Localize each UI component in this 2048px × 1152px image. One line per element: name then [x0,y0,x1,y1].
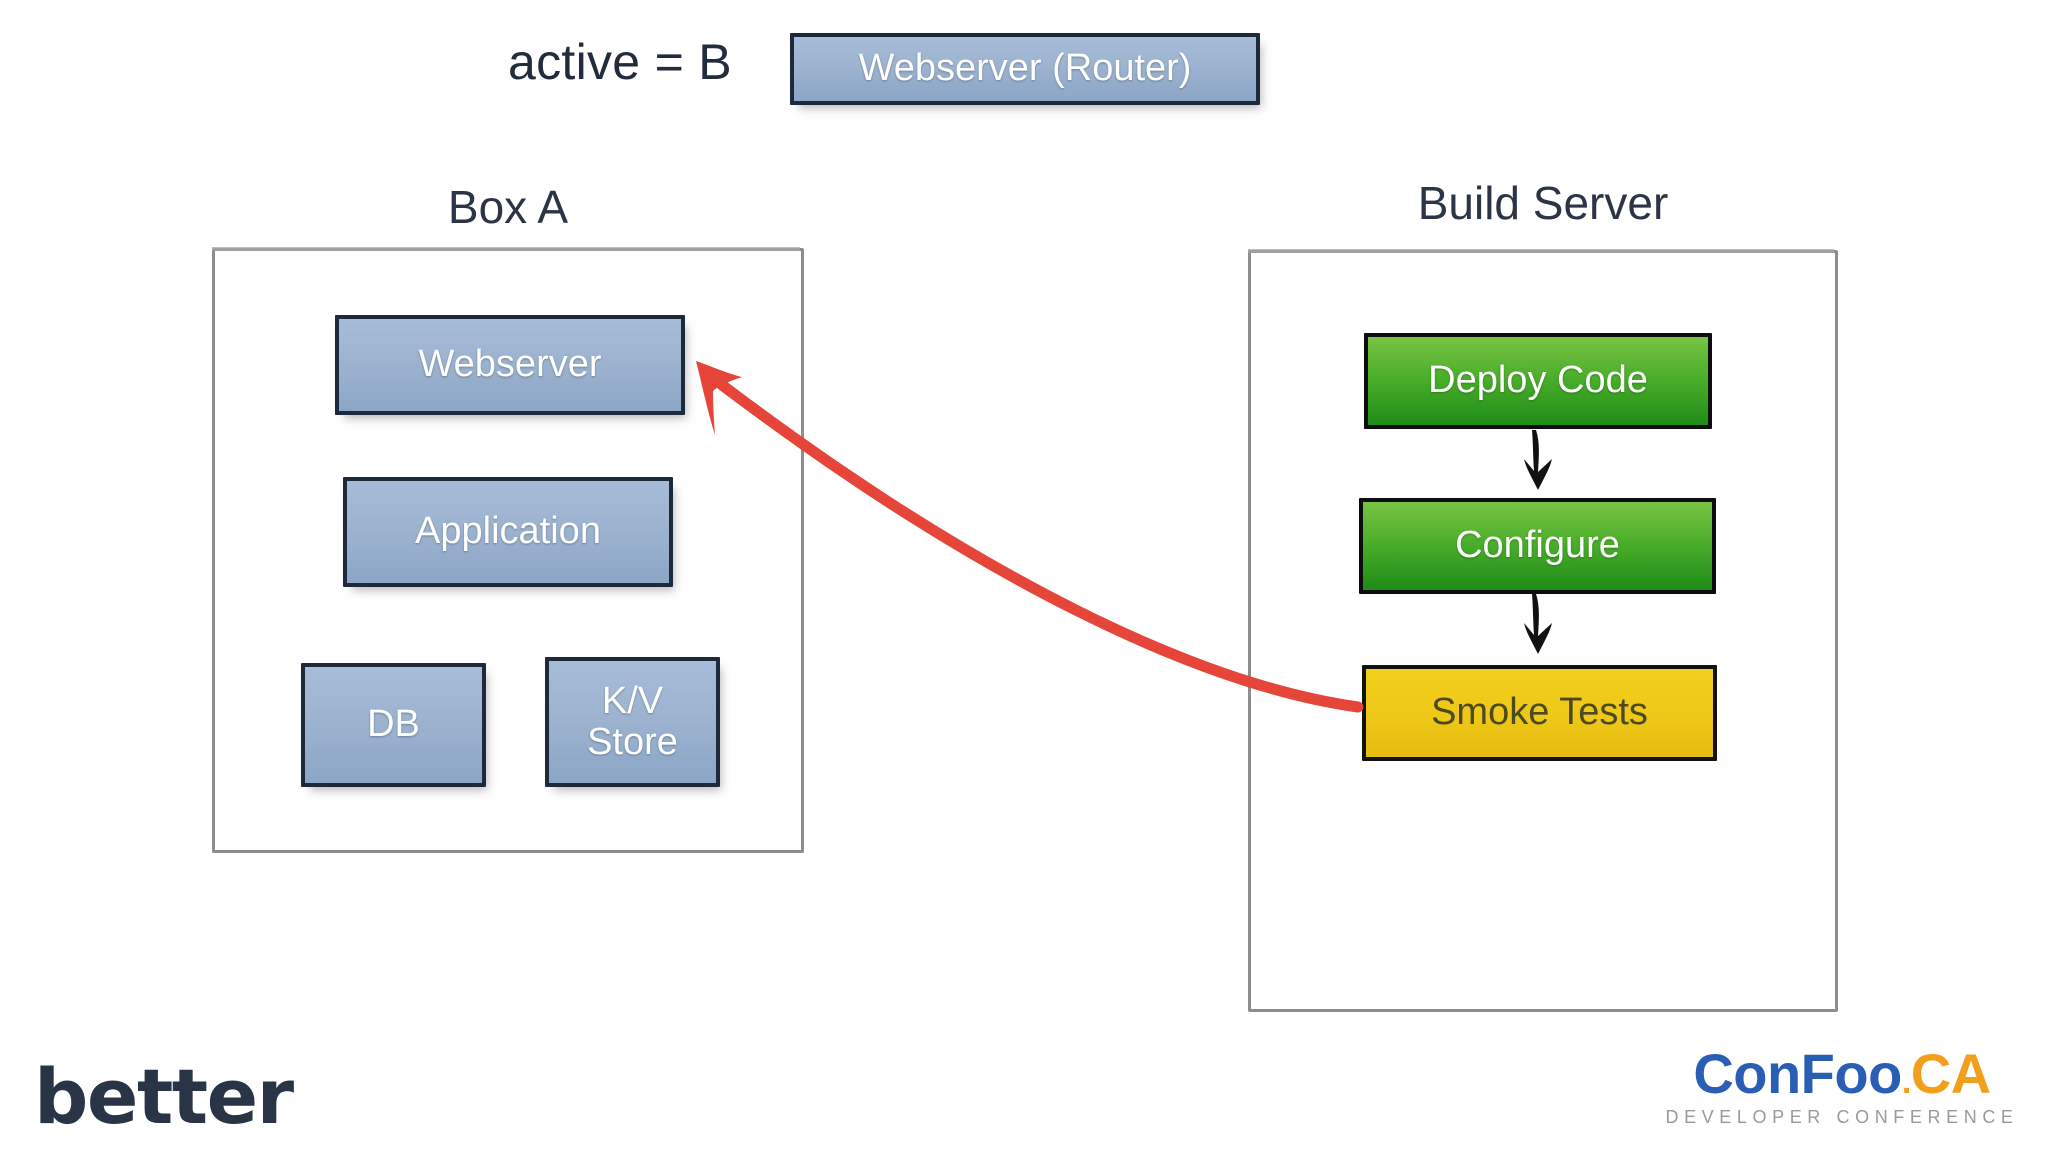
node-configure[interactable]: Configure [1359,498,1716,594]
node-application[interactable]: Application [343,477,673,587]
confoo-logo: ConFoo.CA DEVELOPER CONFERENCE [1662,1046,2022,1128]
node-webserver-router[interactable]: Webserver (Router) [790,33,1260,105]
confoo-word-con: ConF [1693,1042,1835,1105]
group-title-build-server: Build Server [1417,177,1669,229]
group-title-box-a: Box A [447,181,569,233]
node-deploy-code-label: Deploy Code [1428,359,1648,402]
confoo-wordmark: ConFoo.CA [1662,1046,2022,1102]
node-kv-store-label-line2: Store [587,721,678,763]
better-logo: better [34,1052,294,1141]
node-webserver-router-label: Webserver (Router) [858,47,1192,90]
node-db-label: DB [367,703,420,746]
confoo-dot: . [1901,1063,1911,1101]
node-smoke-tests-label: Smoke Tests [1431,691,1648,734]
active-state-label: active = B [508,34,732,90]
node-application-label: Application [415,510,601,553]
node-configure-label: Configure [1455,524,1620,567]
node-deploy-code[interactable]: Deploy Code [1364,333,1712,429]
node-kv-store-label: K/V Store [587,679,678,763]
node-kv-store-label-line1: K/V [601,679,664,722]
node-db[interactable]: DB [301,663,486,787]
confoo-tagline: DEVELOPER CONFERENCE [1665,1107,2019,1127]
node-webserver-label: Webserver [418,343,602,386]
node-smoke-tests[interactable]: Smoke Tests [1362,665,1717,761]
confoo-word-oo: oo [1834,1042,1902,1105]
node-webserver[interactable]: Webserver [335,315,685,415]
node-kv-store[interactable]: K/V Store [545,657,720,787]
confoo-suffix-ca: CA [1910,1042,1991,1105]
